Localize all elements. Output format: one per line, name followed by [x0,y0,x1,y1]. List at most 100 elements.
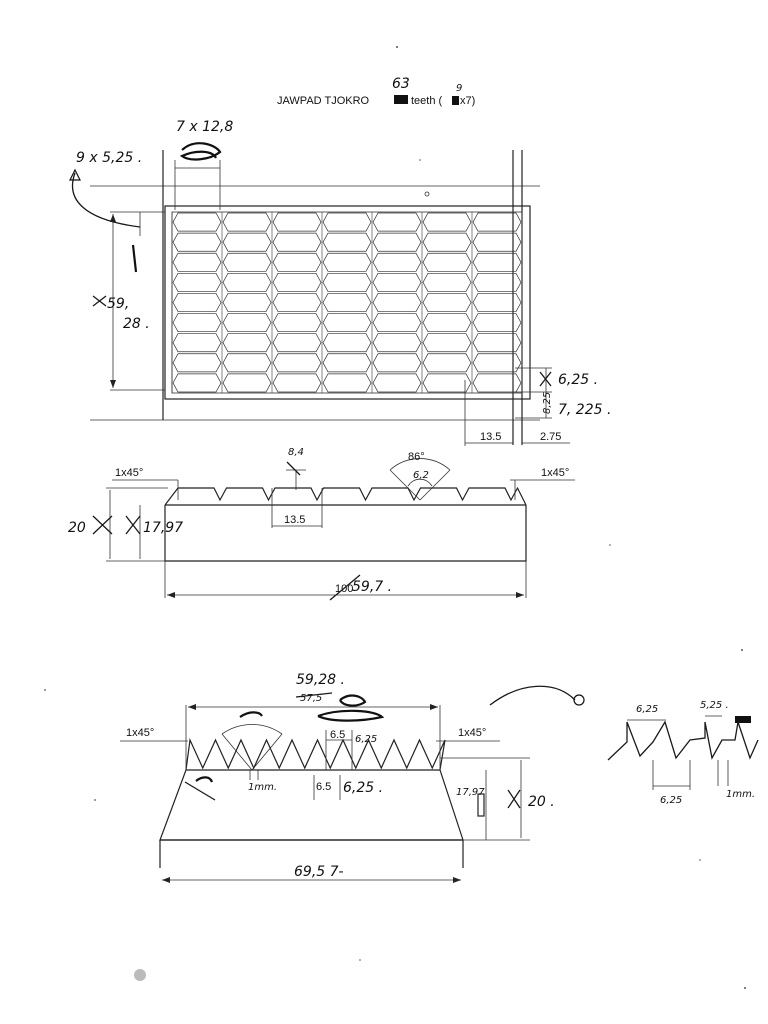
grid-tooth [272,313,322,333]
tooth-detail: 6,25 5,25 . 6,25 1mm. [607,700,759,806]
grid-tooth [222,252,272,272]
grid-tooth [372,232,422,252]
pitch-x-note: 7 x 12,8 [176,119,233,135]
dim-right-rotated: 8,25 [542,392,553,414]
grid-tooth [472,373,522,393]
grid-tooth [272,373,322,393]
grid-tooth [272,333,322,353]
grid-tooth [372,353,422,373]
grid-tooth [272,293,322,312]
grid-tooth [322,293,372,312]
side-top-dim: 59,28 . [296,672,345,688]
grid-tooth [472,252,522,272]
grid-tooth [172,353,222,373]
grid-tooth [222,373,272,393]
side-tooth-dim-a-hand: 6,25 [355,734,377,745]
grid-tooth [322,373,372,393]
height-left-label: 59, [107,296,129,312]
pitch-y-note: 9 x 5,25 . [76,150,142,166]
grid-tooth [272,252,322,272]
front-chamfer-right: 1x45° [541,467,569,479]
grid-tooth [372,252,422,272]
side-view: 59,28 . 57,5 1x45° 1x45° 6.5 6,25 1mm. 6… [120,672,585,883]
side-chamfer-right: 1x45° [458,727,486,739]
title-teeth-word: teeth ( [411,95,443,107]
grid-tooth [222,313,272,333]
grid-tooth [422,353,472,373]
grid-tooth [472,353,522,373]
grid-tooth [422,252,472,272]
grid-tooth [222,272,272,292]
grid-tooth [472,333,522,353]
grid-tooth [472,232,522,252]
front-chamfer-left: 1x45° [115,467,143,479]
grid-tooth [222,293,272,312]
grid-tooth [322,353,372,373]
side-height-outer: 20 . [528,794,555,810]
grid-tooth [472,212,522,232]
grid-tooth [222,212,272,232]
grid-tooth [172,272,222,292]
height-left-label-2: 28 . [123,316,150,332]
grid-tooth [172,293,222,312]
side-chamfer-left: 1x45° [126,727,154,739]
front-view: 1x45° 1x45° 86° 6,2 8,4 13.5 20 17,97 [68,447,575,601]
scan-specks [44,46,746,989]
grid-tooth [222,353,272,373]
grid-tooth [422,293,472,312]
scribble-mark [394,95,408,104]
grid-tooth [272,212,322,232]
side-tooth-dim-a: 6.5 [330,729,345,741]
grid-tooth [272,272,322,292]
dim-right-1: 6,25 . [558,372,598,388]
grid-tooth [372,373,422,393]
side-tooth-dim-b: 6.5 [316,781,331,793]
grid-tooth [322,333,372,353]
front-height-inner: 17,97 [143,520,183,536]
grid-tooth [372,293,422,312]
dim-bottom-1: 13.5 [480,431,501,443]
grid-tooth [222,232,272,252]
title-count-handwritten: 63 [392,76,410,92]
grid-tooth [472,313,522,333]
grid-tooth [172,232,222,252]
front-pitch: 13.5 [284,514,305,526]
front-height-outer: 20 [68,520,86,536]
title-block: JAWPAD TJOKRO 63 teeth ( 9 x7) [277,76,475,107]
side-tooth-dim-b-hand: 6,25 . [343,780,383,796]
grid-tooth [172,373,222,393]
grid-tooth [422,373,472,393]
front-tooth-inner: 6,2 [413,470,429,481]
detail-gap: 1mm. [726,789,755,800]
side-gap: 1mm. [248,782,277,793]
dim-right-2: 7, 225 . [558,402,611,418]
grid-tooth [172,313,222,333]
grid-tooth [322,272,372,292]
grid-tooth [222,333,272,353]
grid-tooth [172,252,222,272]
grid-tooth [422,313,472,333]
title-inner-handwritten: 9 [456,83,462,94]
front-tooth-angle: 86° [408,451,425,463]
grid-tooth [172,212,222,232]
front-length-hand: 59,7 . [352,579,392,595]
detail-pitch-bottom: 6,25 [660,795,682,806]
grid-tooth [372,212,422,232]
title-tail: x7) [460,95,475,107]
grid-tooth [422,232,472,252]
side-base-dim: 69,5 7- [294,864,344,880]
grid-tooth [322,313,372,333]
grid-tooth [372,313,422,333]
top-view: 59, 28 . 7 x 12,8 9 x 5,25 . 8,25 6,25 .… [69,119,611,446]
grid-tooth [322,212,372,232]
grid-tooth [172,333,222,353]
side-top-dim-struck: 57,5 [300,693,322,704]
grid-tooth [422,272,472,292]
detail-pitch-top: 6,25 [636,704,658,715]
side-height-inner: 17,97 [456,787,485,798]
scribble-mark [452,96,459,105]
front-tooth-depth: 8,4 [288,447,304,458]
grid-tooth [372,333,422,353]
grid-tooth [322,252,372,272]
